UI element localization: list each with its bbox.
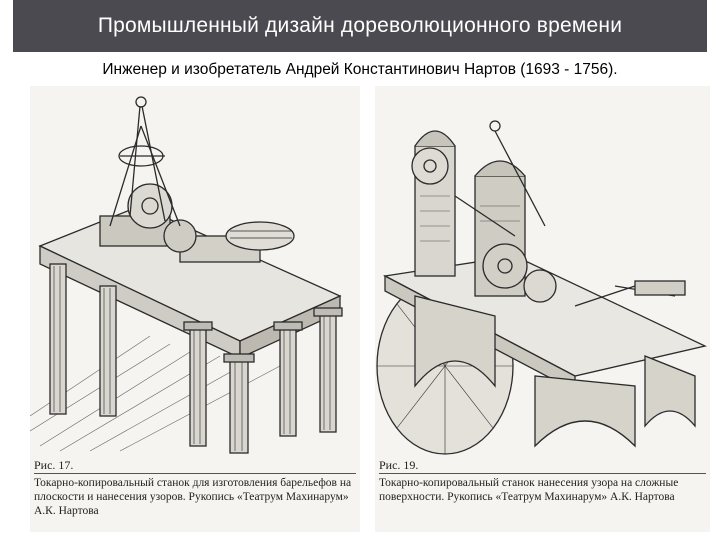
figure-description: Токарно-копировальный станок нанесения у… [379, 477, 679, 503]
figure-number: Рис. 17. [34, 458, 356, 474]
slide-title: Промышленный дизайн дореволюционного вре… [97, 14, 623, 37]
slide-subtitle: Инженер и изобретатель Андрей Константин… [102, 61, 618, 78]
engraving-lathe-complex-surface [376, 120, 707, 455]
figure-caption-17: Рис. 17. Токарно-копировальный станок дл… [34, 458, 356, 518]
figure-lathe-bas-relief: Рис. 17. Токарно-копировальный станок дл… [30, 86, 360, 532]
figure-lathe-complex-surface: Рис. 19. Токарно-копировальный станок на… [375, 86, 710, 532]
figure-description: Токарно-копировальный станок для изготов… [34, 477, 352, 517]
figure-number: Рис. 19. [379, 458, 706, 474]
figure-caption-19: Рис. 19. Токарно-копировальный станок на… [379, 458, 706, 504]
engraving-lathe-bas-relief [30, 96, 343, 454]
title-bar: Промышленный дизайн дореволюционного вре… [13, 0, 707, 52]
